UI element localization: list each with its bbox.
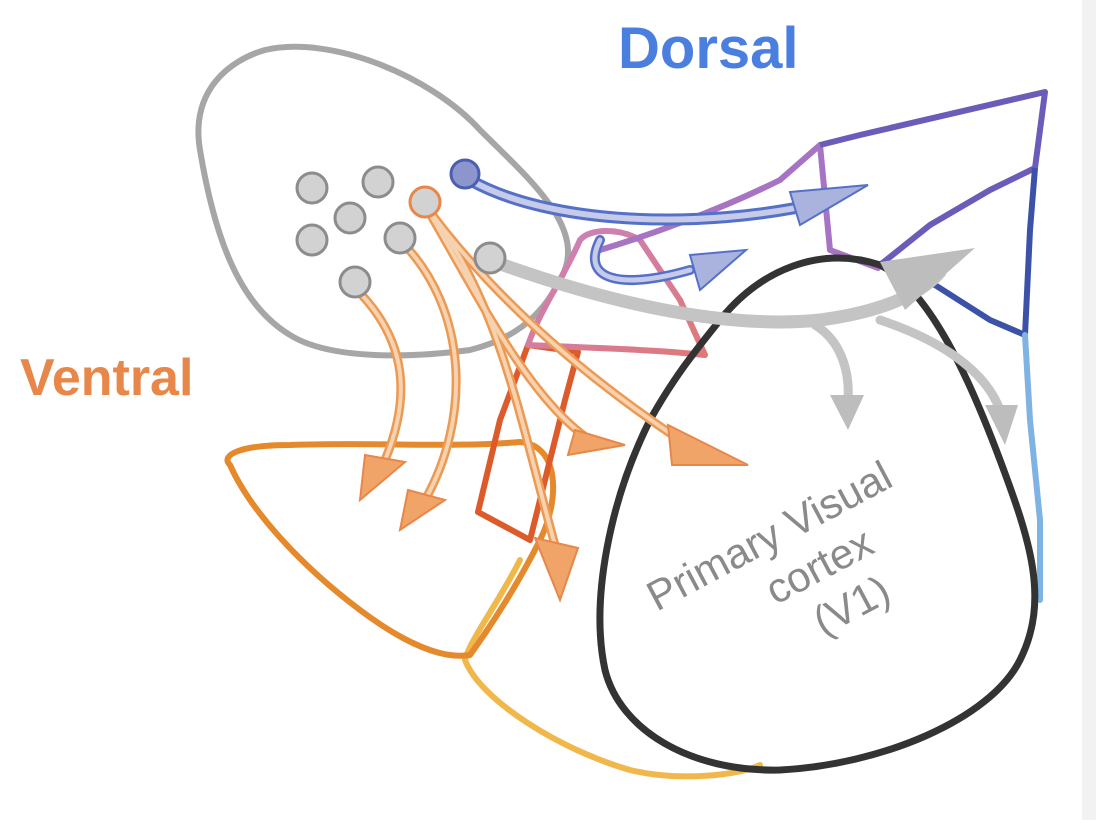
ventral-arrowhead-1 [358,453,408,503]
ventral-arrow-inner-5 [423,203,682,442]
node [383,221,417,255]
dorsal-label: Dorsal [618,16,799,81]
gray-arrows [488,248,1018,445]
region-light-blue [1022,332,1043,603]
region-purple [597,142,881,271]
gray-arrowhead-right [985,405,1018,445]
node [338,265,372,299]
region-violet [819,89,1048,268]
node [361,165,395,199]
node [295,223,329,257]
ventral-arrowhead-4 [566,428,626,457]
ventral-arrow-inner-2 [398,238,459,502]
region-red-orange [475,342,581,543]
node-gray-source [473,241,507,275]
ventral-label: Ventral [20,349,194,407]
dorsal-arrowhead-upper [788,184,869,227]
node-ventral-source [408,185,442,219]
region-yellow [462,557,763,780]
ventral-arrow-inner-1 [350,283,403,462]
gray-arrow-right-shaft [875,315,1005,415]
right-edge-strip [1082,0,1096,820]
ventral-arrowhead-5 [666,423,749,466]
ventral-arrowhead-2 [398,488,448,533]
node [295,171,329,205]
ventral-arrows-inner [350,203,682,547]
ventral-arrowhead-3 [533,536,580,603]
gray-arrowhead-main [880,248,975,310]
ventral-arrowheads [358,423,749,603]
gray-arrow-down-shaft [810,320,853,405]
node-dorsal-source [449,158,481,190]
gray-arrowhead-down [830,395,864,430]
region-pink [525,228,708,358]
dorsal-arrow-shaft-upper-inner [467,177,823,223]
dorsal-arrowhead-lower [688,248,749,292]
node [333,201,367,235]
dorsal-arrows [464,174,869,292]
v1-label: Primary Visual cortex (V1) [639,452,899,645]
ventral-arrow-inner-4 [423,203,592,442]
dorsal-arrow-shaft-lower-inner [592,237,693,283]
ventral-arrow-inner-3 [423,203,557,547]
thalamus-nodes [295,158,507,299]
